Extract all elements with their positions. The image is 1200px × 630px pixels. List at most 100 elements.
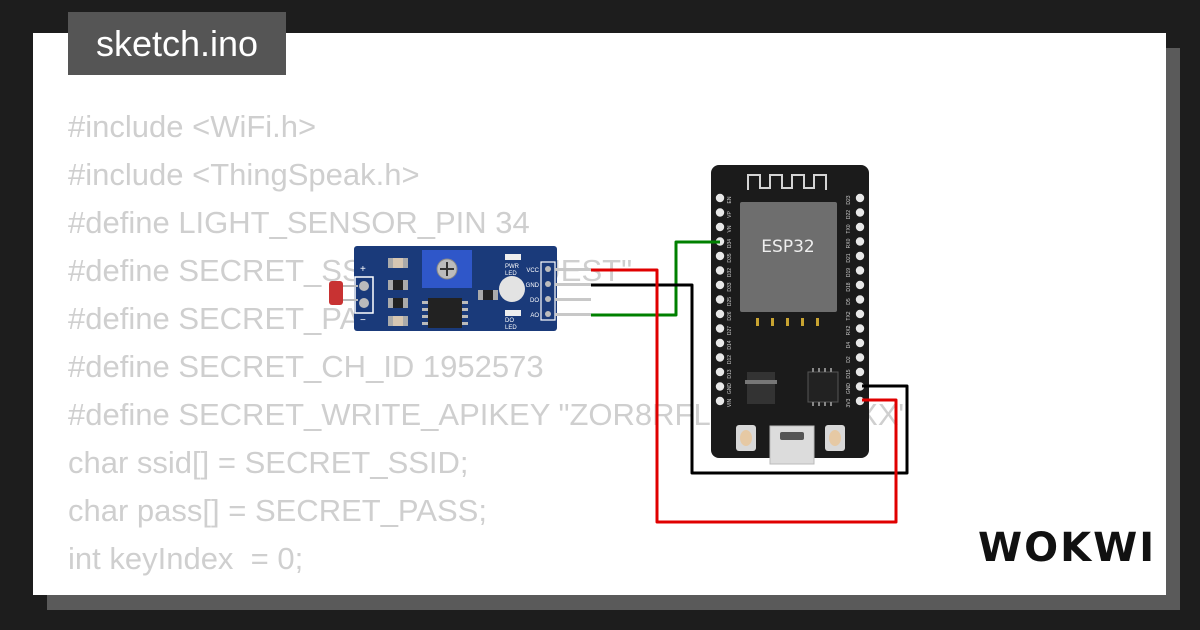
esp32-pin[interactable] — [715, 324, 725, 333]
esp32-pin[interactable] — [715, 353, 725, 362]
sensor-pin-labels: VCC GND DO AO — [526, 266, 551, 319]
esp32-pin[interactable] — [715, 396, 725, 406]
esp32-pin[interactable] — [855, 193, 865, 203]
antenna-trace — [747, 174, 827, 190]
code-line: WiFiClient client; — [68, 583, 910, 595]
esp32-pin-label: D13 — [727, 369, 733, 378]
code-line: #include <ThingSpeak.h> — [68, 157, 420, 192]
code-line: #define LIGHT_SENSOR_PIN 34 — [68, 205, 530, 240]
chip-label: ESP32 — [761, 237, 814, 257]
logo-text: WOKWI — [978, 525, 1157, 571]
sensor-pin[interactable] — [545, 266, 551, 272]
esp32-pin-label: TX0 — [846, 224, 852, 233]
esp32-pin-label: D14 — [727, 340, 733, 349]
esp32-pin[interactable] — [855, 251, 865, 261]
esp32-pin[interactable] — [855, 324, 865, 333]
esp32-pin-label: D18 — [846, 282, 852, 291]
file-tab-label: sketch.ino — [95, 23, 259, 64]
esp32-pin[interactable] — [855, 280, 865, 290]
esp32-pin-label: D23 — [846, 195, 852, 204]
esp32-pin-label: D2 — [846, 356, 852, 363]
esp32-pin-label: D27 — [727, 326, 733, 335]
esp32-pin-label: D25 — [727, 297, 733, 306]
esp32-pin-label: D34 — [727, 239, 733, 248]
esp32-pin-label: D21 — [846, 253, 852, 262]
esp32-pin-label: VP — [727, 211, 733, 218]
esp32-pin[interactable] — [855, 353, 865, 362]
esp32-pin[interactable] — [715, 222, 725, 232]
wire-signal — [591, 240, 720, 317]
esp32-pin-label: GND — [727, 383, 733, 395]
esp32-pin[interactable] — [715, 338, 725, 348]
reset-button[interactable] — [825, 425, 845, 451]
esp32-pin-label: RX2 — [846, 325, 852, 335]
esp32-pin-label: D5 — [846, 298, 852, 305]
boot-button[interactable] — [736, 425, 756, 451]
esp32-pin-label: D19 — [846, 268, 852, 277]
esp32-pin-label: VIN — [727, 398, 733, 407]
esp32-pin-label: D33 — [727, 282, 733, 291]
esp32-pin[interactable] — [855, 382, 865, 391]
comparator-ic — [428, 298, 462, 328]
esp32-pin-label: D35 — [727, 253, 733, 262]
esp32-pin-label: D32 — [727, 268, 733, 277]
esp32-pin-label: RX0 — [846, 238, 852, 248]
esp32-module — [740, 202, 837, 312]
sensor-pin-label: GND — [526, 283, 540, 289]
sensor-pin-label: DO — [530, 298, 539, 304]
code-line: char ssid[] = SECRET_SSID; — [68, 445, 469, 480]
esp32-pin-label: D15 — [846, 369, 852, 378]
wires — [591, 240, 909, 524]
esp32-pin[interactable] — [715, 208, 725, 217]
esp32-pin[interactable] — [715, 295, 725, 304]
esp32-pin-label: 3V3 — [846, 398, 852, 407]
usb-uart-chip — [807, 371, 839, 403]
usb-port — [769, 425, 815, 465]
voltage-regulator — [747, 372, 775, 404]
esp32-pin-label: D26 — [727, 311, 733, 320]
sensor-pin[interactable] — [545, 296, 551, 302]
esp32-pin[interactable] — [715, 309, 725, 319]
file-tab[interactable]: sketch.ino — [68, 12, 286, 75]
wire-vcc — [591, 268, 898, 524]
sensor-pin[interactable] — [545, 311, 551, 317]
pwr-led — [505, 254, 521, 260]
esp32-pin[interactable] — [855, 266, 865, 275]
esp32-board[interactable]: ESP32 ENVPVND34D35D32D33D25D26D27D14D12D… — [711, 165, 869, 465]
esp32-pin[interactable] — [855, 222, 865, 232]
esp32-pin[interactable] — [715, 367, 725, 377]
wokwi-logo: WOKWI — [978, 525, 1156, 571]
esp32-pin-label: D4 — [846, 342, 852, 349]
plus-label: + — [360, 264, 366, 275]
sensor-pin[interactable] — [545, 281, 551, 287]
esp32-pin-label: TX2 — [846, 311, 852, 320]
esp32-pin[interactable] — [715, 251, 725, 261]
wire-gnd — [591, 283, 909, 475]
esp32-pin-label: D22 — [846, 210, 852, 219]
esp32-pin[interactable] — [855, 338, 865, 348]
esp32-pin[interactable] — [855, 295, 865, 304]
esp32-pin[interactable] — [715, 280, 725, 290]
esp32-pin[interactable] — [715, 266, 725, 275]
sensor-pin-label: VCC — [526, 268, 539, 274]
esp32-pin[interactable] — [855, 208, 865, 217]
esp32-pin-label: GND — [846, 383, 852, 395]
minus-label: − — [360, 315, 366, 326]
esp32-pin[interactable] — [855, 237, 865, 246]
esp32-pin[interactable] — [855, 367, 865, 377]
sensor-pin-label: AO — [530, 313, 539, 319]
photo-sensor-dome — [499, 276, 525, 302]
esp32-pin[interactable] — [715, 382, 725, 391]
code-line: #define SECRET_CH_ID 1952573 — [68, 349, 544, 384]
esp32-pin[interactable] — [855, 309, 865, 319]
esp32-pin-label: EN — [727, 196, 733, 203]
photoresistor — [329, 281, 343, 305]
esp32-left-header: ENVPVND34D35D32D33D25D26D27D14D12D13GNDV… — [715, 193, 733, 407]
code-line: char pass[] = SECRET_PASS; — [68, 493, 487, 528]
esp32-pin[interactable] — [715, 193, 725, 203]
